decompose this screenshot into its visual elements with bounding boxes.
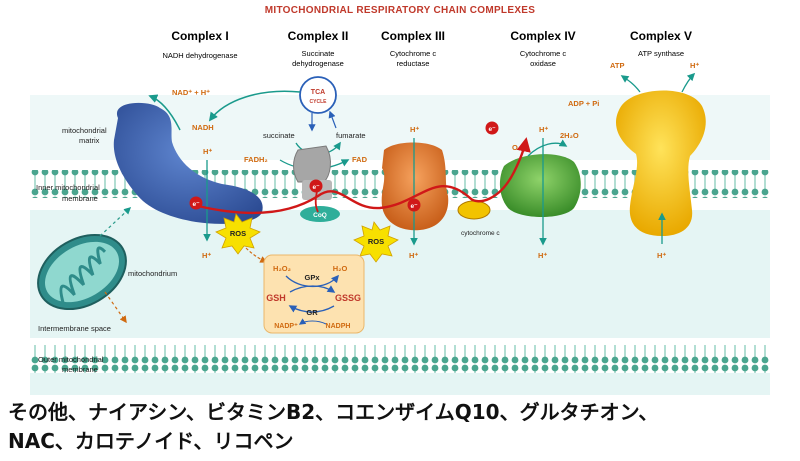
complex-v-proton-bottom: H⁺ bbox=[657, 251, 666, 260]
fumarate-label: fumarate bbox=[336, 131, 366, 140]
nad-label: NAD⁺ + H⁺ bbox=[172, 88, 210, 97]
cycle-label: CYCLE bbox=[310, 99, 328, 105]
mitochondrion-label: mitochondrium bbox=[128, 269, 177, 278]
ros-burst-2: ROS bbox=[353, 221, 399, 263]
adp-label: ADP + Pi bbox=[568, 99, 599, 108]
complex-iii-subtitle-2: reductase bbox=[397, 59, 430, 68]
complex-iii-proton-top: H⁺ bbox=[410, 125, 419, 134]
o2-label: O₂ bbox=[512, 143, 521, 152]
box-gsh: GSH bbox=[266, 293, 286, 303]
complex-headings: Complex I NADH dehydrogenase Complex II … bbox=[162, 29, 692, 68]
electrons: e⁻ e⁻ e⁻ e⁻ bbox=[189, 121, 499, 212]
complex-iv-proton-bottom: H⁺ bbox=[538, 251, 547, 260]
atp-arrow bbox=[620, 75, 641, 93]
electron-path bbox=[197, 137, 531, 215]
cytochrome-c-shape bbox=[457, 200, 491, 220]
electron-complex-ii-label: e⁻ bbox=[312, 184, 320, 191]
complex-iv-title: Complex IV bbox=[510, 29, 575, 43]
mito-zoom-line-bottom bbox=[104, 291, 127, 324]
outer-membrane-label-1: Outer mitochondrial bbox=[38, 355, 104, 364]
complex-i-proton-bottom: H⁺ bbox=[202, 251, 211, 260]
box-gpx: GPx bbox=[304, 273, 320, 282]
coq-shape bbox=[300, 206, 340, 222]
electron-complex-iv bbox=[485, 121, 499, 135]
complex-iii-proton-bottom: H⁺ bbox=[409, 251, 418, 260]
caption: その他、ナイアシン、ビタミンB2、コエンザイムQ10、グルタチオン、 NAC、カ… bbox=[8, 398, 798, 456]
complex-i-proton-top: H⁺ bbox=[203, 147, 212, 156]
nadh-label: NADH bbox=[192, 123, 214, 132]
caption-line-2: NAC、カロテノイド、リコペン bbox=[8, 429, 294, 453]
complex-ii-shape bbox=[293, 145, 331, 183]
complex-ii-title: Complex II bbox=[288, 29, 349, 43]
complex-iv-subtitle-1: Cytochrome c bbox=[520, 49, 567, 58]
complex-v-proton-top: H⁺ bbox=[690, 61, 699, 70]
succinate-label: succinate bbox=[263, 131, 295, 140]
mitochondrion-illustration bbox=[37, 234, 127, 310]
region-labels: mitochondrial matrix Inner mitochondrial… bbox=[36, 126, 177, 374]
complex-iii-title: Complex III bbox=[381, 29, 445, 43]
matrix-label-1: mitochondrial bbox=[62, 126, 107, 135]
o2-h2o-arrow bbox=[527, 139, 568, 157]
electron-complex-iii bbox=[407, 198, 421, 212]
caption-line-1: その他、ナイアシン、ビタミンB2、コエンザイムQ10、グルタチオン、 bbox=[8, 400, 659, 424]
intermembrane-label: Intermembrane space bbox=[38, 324, 111, 333]
complex-v-subtitle: ATP synthase bbox=[638, 49, 684, 58]
mito-zoom-line-top bbox=[99, 207, 132, 237]
atp-label: ATP bbox=[610, 61, 624, 70]
tca-cycle bbox=[299, 76, 337, 114]
inner-membrane-label-1: Inner mitochondrial bbox=[36, 183, 100, 192]
outer-membrane-label-2: membrane bbox=[62, 365, 98, 374]
ros-label-2: ROS bbox=[368, 237, 384, 246]
complex-v-title: Complex V bbox=[630, 29, 692, 43]
complex-ii-subtitle-2: dehydrogenase bbox=[292, 59, 344, 68]
electron-complex-i bbox=[189, 196, 203, 210]
complex-i-nad-arrow bbox=[148, 94, 181, 131]
diagram-title: Mitochondrial respiratory chain complexe… bbox=[265, 5, 536, 16]
box-h2o: H₂O bbox=[333, 264, 348, 273]
electron-complex-i-label: e⁻ bbox=[192, 201, 200, 208]
respiratory-chain-diagram: Mitochondrial respiratory chain complexe… bbox=[30, 5, 770, 395]
complex-iv-subtitle-2: oxidase bbox=[530, 59, 556, 68]
complex-i-subtitle: NADH dehydrogenase bbox=[162, 51, 237, 60]
complex-iii-subtitle-1: Cytochrome c bbox=[390, 49, 437, 58]
tca-to-nadh-arrow bbox=[208, 90, 301, 122]
complex-v-shape bbox=[615, 90, 706, 236]
coq-label: CoQ bbox=[313, 212, 327, 219]
complex-ii-subtitle-1: Succinate bbox=[302, 49, 335, 58]
box-gssg: GSSG bbox=[335, 293, 361, 303]
fadh2-label: FADH₂ bbox=[244, 155, 268, 164]
complex-i-shape bbox=[113, 102, 263, 224]
ros-label-1: ROS bbox=[230, 229, 246, 238]
tca-label: TCA bbox=[311, 89, 325, 96]
complex-v-proton-out-arrow bbox=[681, 72, 696, 93]
outer-membrane bbox=[30, 345, 770, 373]
fumarate-to-tca-arrow bbox=[328, 110, 337, 129]
antioxidant-box: H₂O₂ H₂O GPx GSH GSSG GR NADP⁺ NADPH bbox=[263, 254, 365, 334]
complex-i-title: Complex I bbox=[171, 29, 228, 43]
complex-iv-proton-top: H⁺ bbox=[539, 125, 548, 134]
box-gr: GR bbox=[306, 308, 318, 317]
matrix-label-2: matrix bbox=[79, 136, 100, 145]
electron-complex-iii-label: e⁻ bbox=[410, 203, 418, 210]
box-nadph: NADPH bbox=[326, 323, 351, 330]
outer-space bbox=[30, 373, 770, 395]
h2o-label: 2H₂O bbox=[560, 131, 579, 140]
electron-complex-ii bbox=[309, 179, 323, 193]
complex-iv-shape bbox=[499, 154, 581, 217]
electron-complex-iv-label: e⁻ bbox=[488, 126, 496, 133]
box-nadp: NADP⁺ bbox=[274, 323, 298, 330]
complex-iii-shape bbox=[381, 142, 449, 231]
cytochrome-c-label: cytochrome c bbox=[461, 230, 500, 237]
ros-burst-1: ROS bbox=[215, 213, 261, 255]
box-h2o2: H₂O₂ bbox=[273, 264, 291, 273]
fad-label: FAD bbox=[352, 155, 368, 164]
inner-membrane-label-2: membrane bbox=[62, 194, 98, 203]
